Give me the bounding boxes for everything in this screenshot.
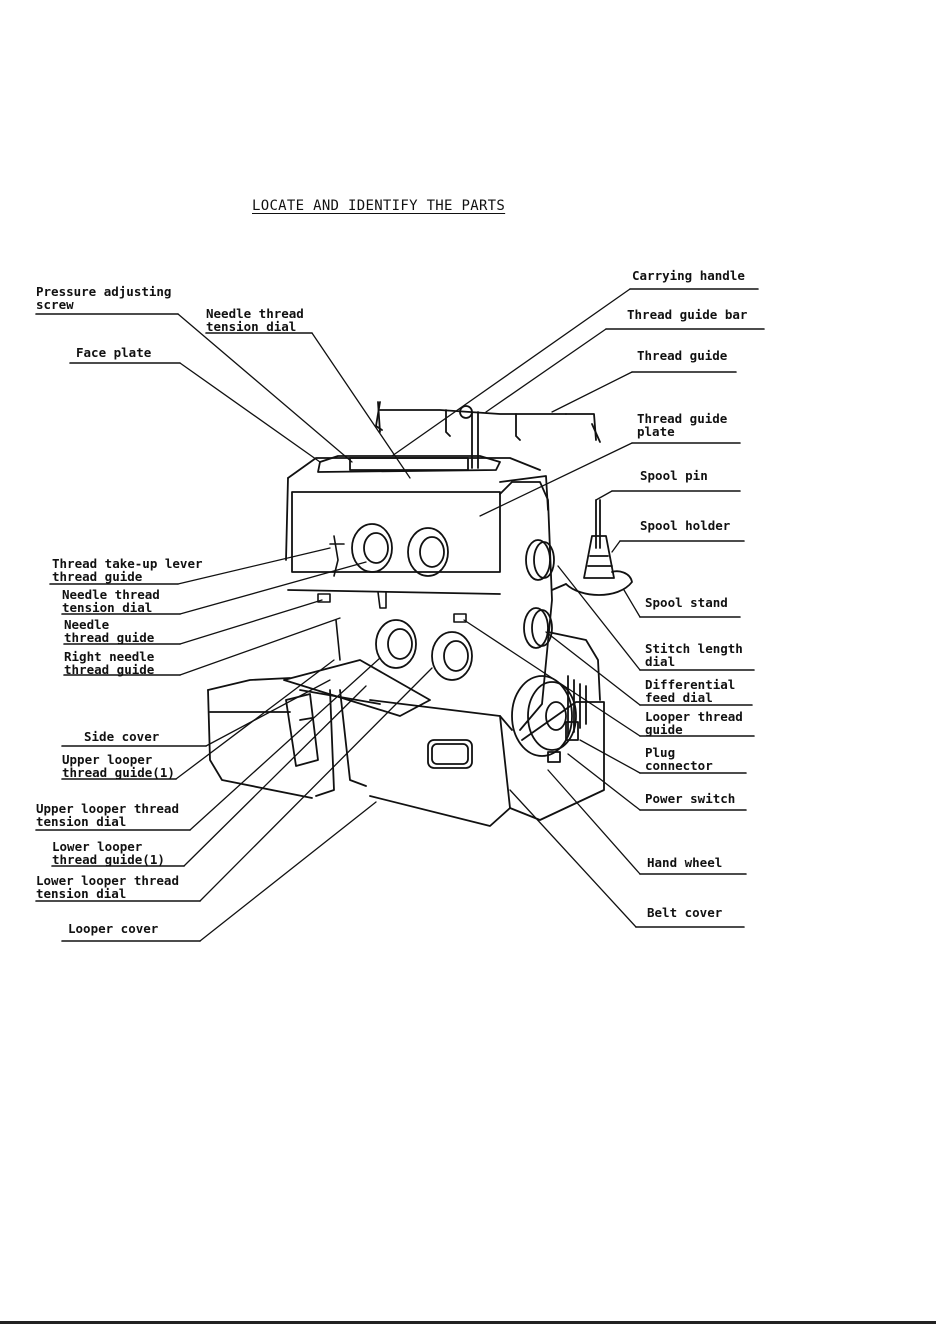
label-hand-wheel: Hand wheel	[647, 855, 723, 870]
label-spool-holder: Spool holder	[640, 518, 731, 533]
machine-body	[207, 455, 605, 827]
label-thread-guide: Thread guide	[637, 348, 728, 363]
page-bottom-edge	[0, 1321, 936, 1324]
label-belt-cover: Belt cover	[647, 905, 723, 920]
label-spool-stand: Spool stand	[645, 595, 728, 610]
hand-wheel	[511, 675, 587, 763]
label-spool-pin: Spool pin	[640, 468, 708, 483]
tension-dials	[351, 523, 473, 681]
label-carrying-handle: Carrying handle	[632, 268, 745, 283]
label-underlines-right	[605, 288, 765, 928]
label-thread-guide-bar: Thread guide bar	[627, 307, 748, 322]
leader-lines-left	[175, 313, 433, 942]
page-title: LOCATE AND IDENTIFY THE PARTS	[252, 198, 506, 214]
spool-stand	[551, 499, 633, 596]
label-power-switch: Power switch	[645, 791, 736, 806]
side-dials	[523, 539, 555, 649]
leader-lines-right	[391, 288, 641, 928]
label-side-cover: Side cover	[84, 729, 160, 744]
label-face-plate: Face plate	[76, 345, 152, 360]
label-looper-cover: Looper cover	[68, 921, 159, 936]
front-thread-guides	[317, 535, 467, 661]
label-underlines-left	[35, 313, 313, 942]
